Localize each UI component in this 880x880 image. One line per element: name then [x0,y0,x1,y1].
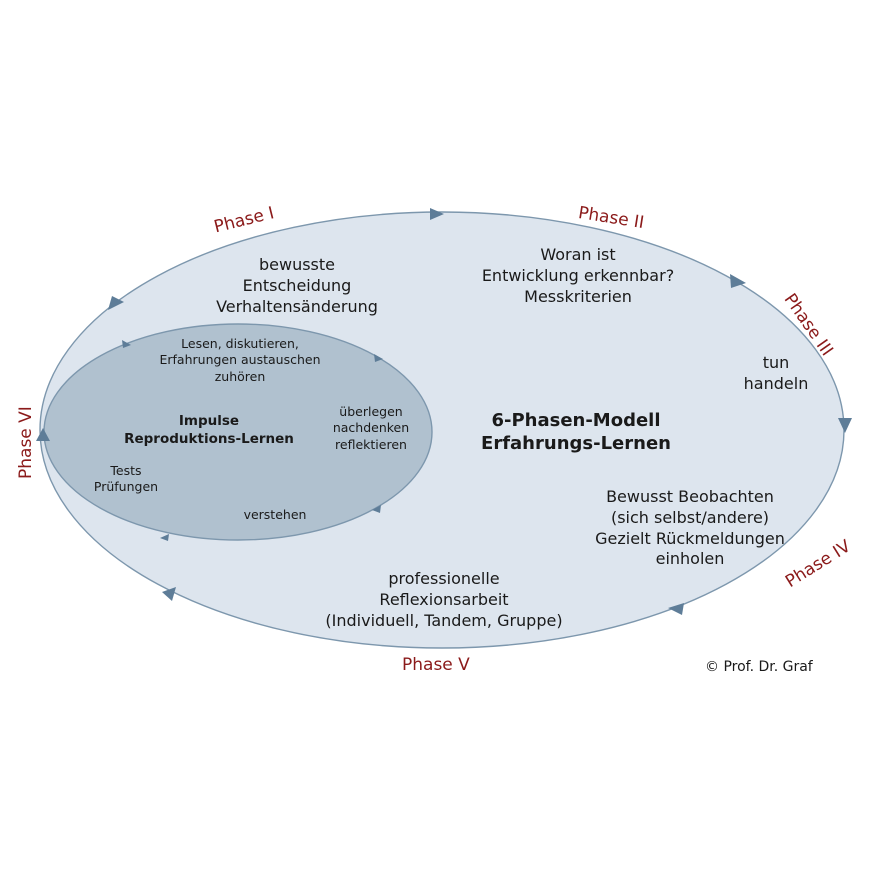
inner-left-line-2: Prüfungen [93,479,159,495]
inner-top-line-3: zuhören [214,368,266,384]
step-1-text: bewusste Entscheidung Verhaltensänderung [216,255,378,317]
outer-arrow-top-right [730,274,746,288]
step-2-line-2: Entwicklung erkennbar? [481,265,675,285]
step-5-line-2: Reflexionsarbeit [379,589,509,609]
step-5-line-1: professionelle [388,569,500,588]
inner-arrow-top-left [122,340,131,348]
inner-right-text: überlegen nachdenken reflektieren [333,404,409,453]
model-title-line-1: 6-Phasen-Modell [491,410,661,431]
copyright-note: © Prof. Dr. Graf [705,659,813,675]
phase-6-label: Phase VI [16,406,36,479]
step-2-line-1: Woran ist [540,245,616,264]
model-title: 6-Phasen-Modell Erfahrungs-Lernen [481,409,671,456]
inner-arrow-bottom-left [160,534,169,541]
step-3-line-1: tun [762,353,790,372]
step-4-text: Bewusst Beobachten (sich selbst/andere) … [595,487,785,570]
step-4-line-3: Gezielt Rückmeldungen [595,528,785,548]
inner-left-line-1: Tests [110,463,142,478]
step-1-line-3: Verhaltensänderung [216,296,378,316]
outer-arrow-bottom-right [668,603,684,615]
outer-arrow-top [430,208,444,220]
outer-arrow-right [838,418,852,433]
step-3-text: tun handeln [744,353,809,395]
inner-bottom-line-1: verstehen [243,507,307,522]
step-2-line-3: Messkriterien [524,286,632,306]
step-5-line-3: (Individuell, Tandem, Gruppe) [325,610,563,630]
step-1-line-2: Entscheidung [242,275,352,295]
step-2-text: Woran ist Entwicklung erkennbar? Messkri… [482,245,674,307]
inner-left-text: Tests Prüfungen [94,463,158,496]
inner-right-line-1: überlegen [339,404,403,419]
model-title-line-2: Erfahrungs-Lernen [481,433,671,455]
inner-top-line-1: Lesen, diskutieren, [181,336,299,351]
inner-top-text: Lesen, diskutieren, Erfahrungen austausc… [159,336,320,385]
inner-arrow-bottom-right [372,505,381,513]
step-1-line-1: bewusste [258,255,336,274]
inner-title-line-2: Reproduktions-Lernen [124,430,294,447]
inner-title-line-1: Impulse [178,413,240,429]
outer-arrow-bottom-left [162,587,176,601]
step-5-text: professionelle Reflexionsarbeit (Individ… [325,569,562,631]
step-4-line-2: (sich selbst/andere) [610,507,770,527]
step-4-line-1: Bewusst Beobachten [606,487,774,506]
inner-title: Impulse Reproduktions-Lernen [124,413,294,448]
outer-arrow-top-left [108,296,124,310]
inner-top-line-2: Erfahrungen austauschen [159,352,321,368]
step-4-line-4: einholen [655,549,725,569]
inner-bottom-text: verstehen [244,507,307,523]
inner-right-line-2: nachdenken [332,420,410,436]
phase-5-label: Phase V [402,655,470,675]
inner-right-line-3: reflektieren [335,436,407,452]
outer-arrow-left [36,428,50,441]
step-3-line-2: handeln [743,373,809,393]
inner-arrow-top-right [374,354,383,362]
